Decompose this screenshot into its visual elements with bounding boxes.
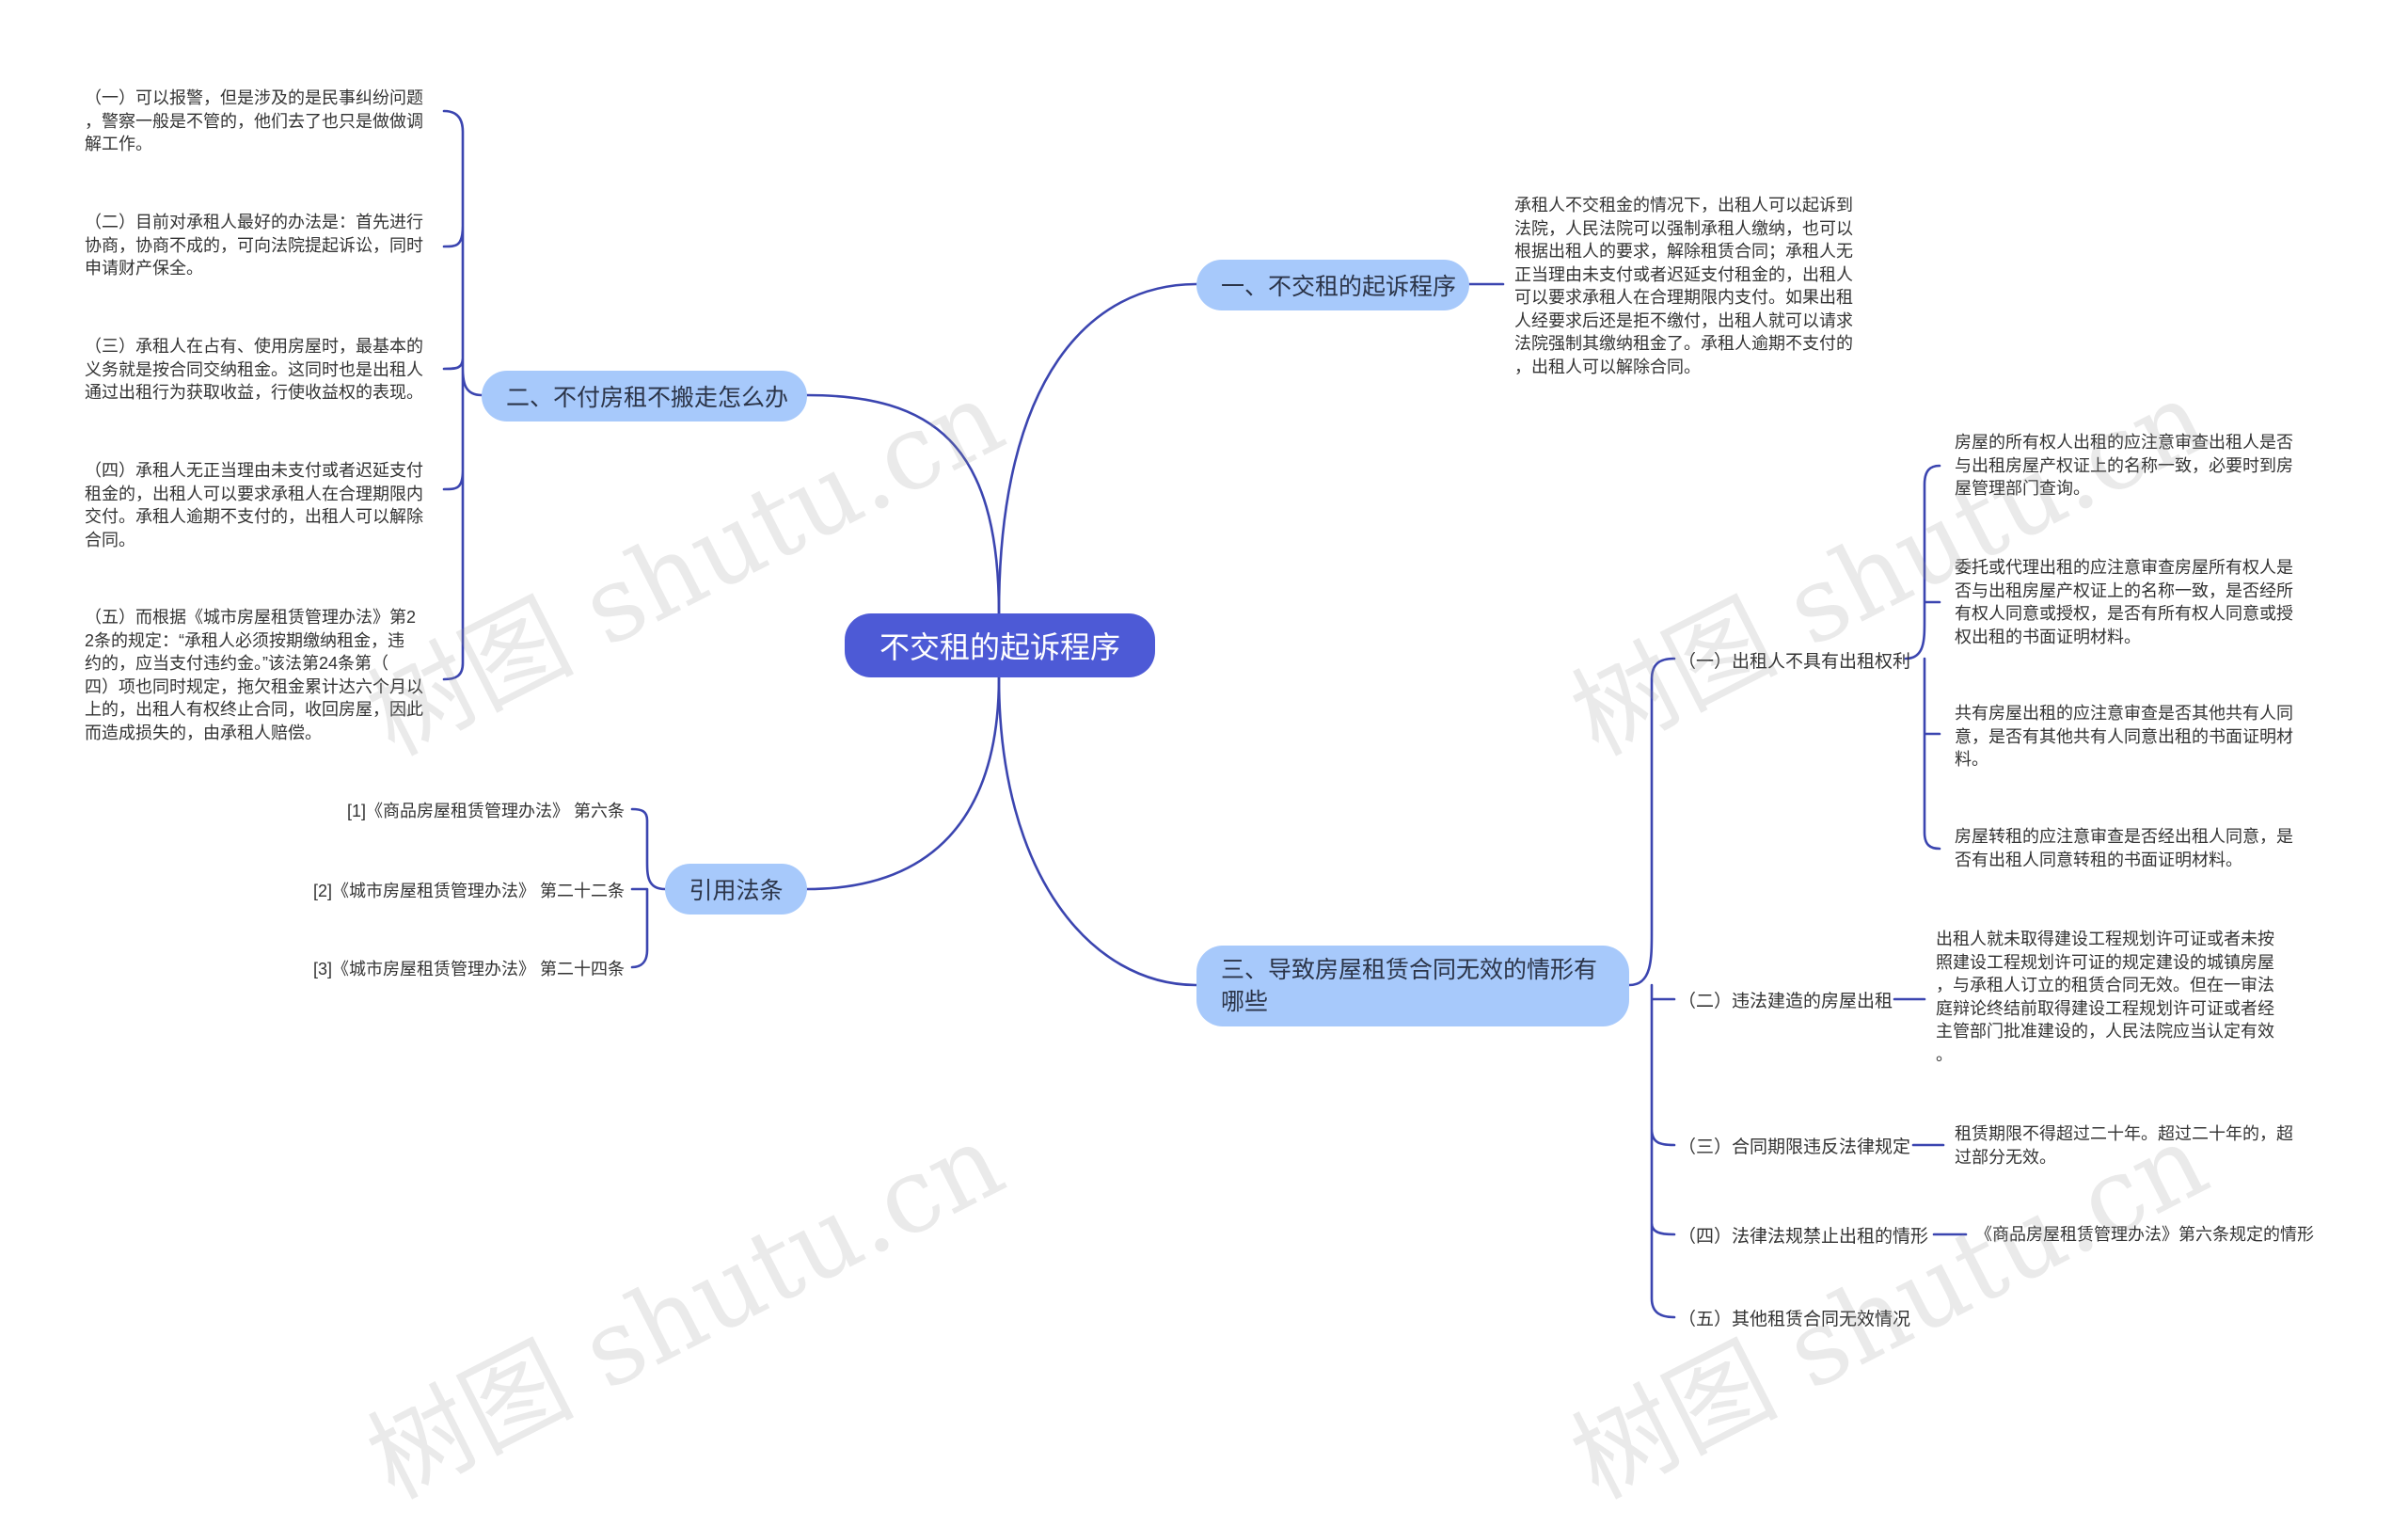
branch-node-1[interactable]: 一、不交租的起诉程序: [1196, 260, 1469, 310]
mind-map-canvas: 不交租的起诉程序 一、不交租的起诉程序 承租人不交租金的情况下，出租人可以起诉到…: [85, 88, 2314, 1521]
sub-1-leaf-3: 共有房屋出租的应注意审查是否其他共有人同意，是否有其他共有人同意出租的书面证明材…: [1955, 704, 2293, 769]
bracket-sub1: [1904, 464, 1941, 851]
branch-node-2[interactable]: 二、不付房租不搬走怎么办: [482, 371, 807, 422]
link-root-branch2: [805, 393, 1001, 615]
bracket-branch3: [1627, 657, 1676, 1319]
sub-node-2[interactable]: （二）违法建造的房屋出租: [1678, 991, 1893, 1011]
sub-3-leaf-1: 租赁期限不得超过二十年。超过二十年的，超过部分无效。: [1955, 1124, 2293, 1167]
sub-1-leaf-1: 房屋的所有权人出租的应注意审查出租人是否与出租房屋产权证上的名称一致，必要时到房…: [1955, 433, 2293, 498]
bracket-branch2: [442, 109, 483, 681]
branch-1-label: 一、不交租的起诉程序: [1221, 274, 1457, 300]
reference-3[interactable]: [3]《城市房屋租赁管理办法》 第二十四条: [312, 960, 625, 978]
bracket-branch4: [630, 807, 667, 969]
branch-2-item-4: （四）承租人无正当理由未支付或者迟延支付租金的，出租人可以要求承租人在合理期限内…: [85, 461, 423, 549]
root-label: 不交租的起诉程序: [879, 630, 1120, 664]
sub-node-5[interactable]: （五）其他租赁合同无效情况: [1678, 1309, 1911, 1329]
branch-node-3[interactable]: 三、导致房屋租赁合同无效的情形有哪些: [1196, 946, 1629, 1026]
link-root-branch4: [805, 676, 1001, 891]
link-root-branch3: [997, 676, 1198, 987]
branch-2-item-2: （二）目前对承租人最好的办法是：首先进行协商，协商不成的，可向法院提起诉讼，同时…: [85, 213, 423, 278]
root-node[interactable]: 不交租的起诉程序: [845, 613, 1155, 677]
branch-4-label: 引用法条: [689, 878, 784, 904]
branch-1-detail: 承租人不交租金的情况下，出租人可以起诉到 法院，人民法院可以强制承租人缴纳，也可…: [1514, 196, 1853, 376]
sub-node-4[interactable]: （四）法律法规禁止出租的情形: [1678, 1226, 1929, 1247]
sub-2-leaf-1: 出租人就未取得建设工程规划许可证或者未按照建设工程规划许可证的规定建设的城镇房屋…: [1936, 930, 2274, 1064]
connector-lines: [442, 109, 1968, 1319]
branch-3-label: 三、导致房屋租赁合同无效的情形有哪些: [1221, 957, 1598, 1015]
reference-1[interactable]: [1]《商品房屋租赁管理办法》 第六条: [346, 802, 625, 820]
reference-2[interactable]: [2]《城市房屋租赁管理办法》 第二十二条: [312, 882, 625, 900]
branch-node-4[interactable]: 引用法条: [665, 864, 807, 915]
sub-node-3[interactable]: （三）合同期限违反法律规定: [1678, 1137, 1911, 1157]
branch-2-label: 二、不付房租不搬走怎么办: [506, 385, 789, 411]
sub-4-leaf-1: 《商品房屋租赁管理办法》第六条规定的情形: [1975, 1225, 2314, 1244]
sub-1-leaf-2: 委托或代理出租的应注意审查房屋所有权人是否与出租房屋产权证上的名称一致，是否经所…: [1955, 558, 2293, 646]
sub-node-1[interactable]: （一）出租人不具有出租权利: [1678, 651, 1911, 672]
branch-2-item-3: （三）承租人在占有、使用房屋时，最基本的义务就是按合同交纳租金。这同时也是出租人…: [85, 337, 423, 402]
link-root-branch1: [997, 282, 1198, 615]
branch-2-item-1: （一）可以报警，但是涉及的是民事纠纷问题，警察一般是不管的，他们去了也只是做做调…: [85, 88, 423, 153]
sub-1-leaf-4: 房屋转租的应注意审查是否经出租人同意，是否有出租人同意转租的书面证明材料。: [1955, 827, 2293, 869]
